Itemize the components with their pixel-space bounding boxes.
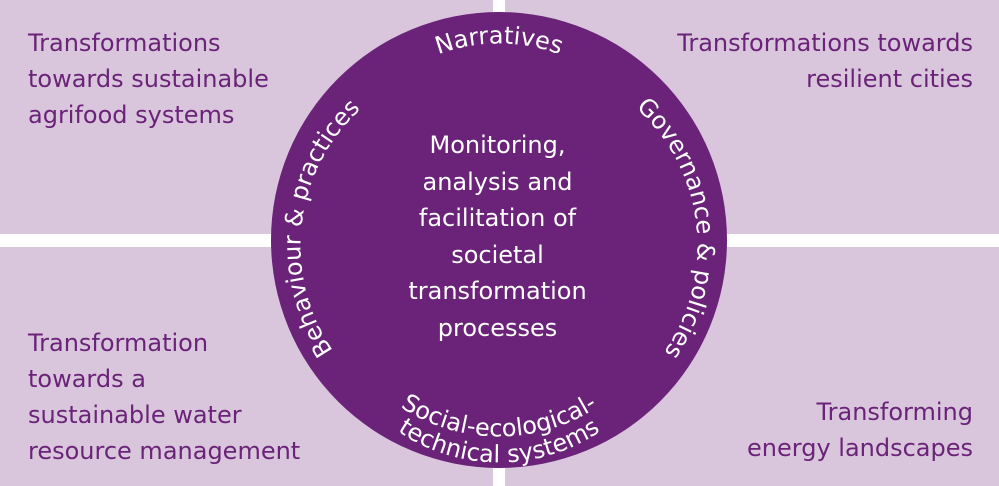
quadrant-energy-label: Transforming energy landscapes [747, 398, 973, 462]
quadrant-agrifood-label: Transformations towards sustainable agri… [28, 29, 269, 129]
quadrant-water-label: Transformation towards a sustainable wat… [28, 329, 301, 465]
quadrant-cities-label: Transformations towards resilient cities [677, 29, 973, 93]
central-circle [271, 12, 727, 468]
circle-center-label: Monitoring, analysis and facilitation of… [408, 131, 587, 342]
